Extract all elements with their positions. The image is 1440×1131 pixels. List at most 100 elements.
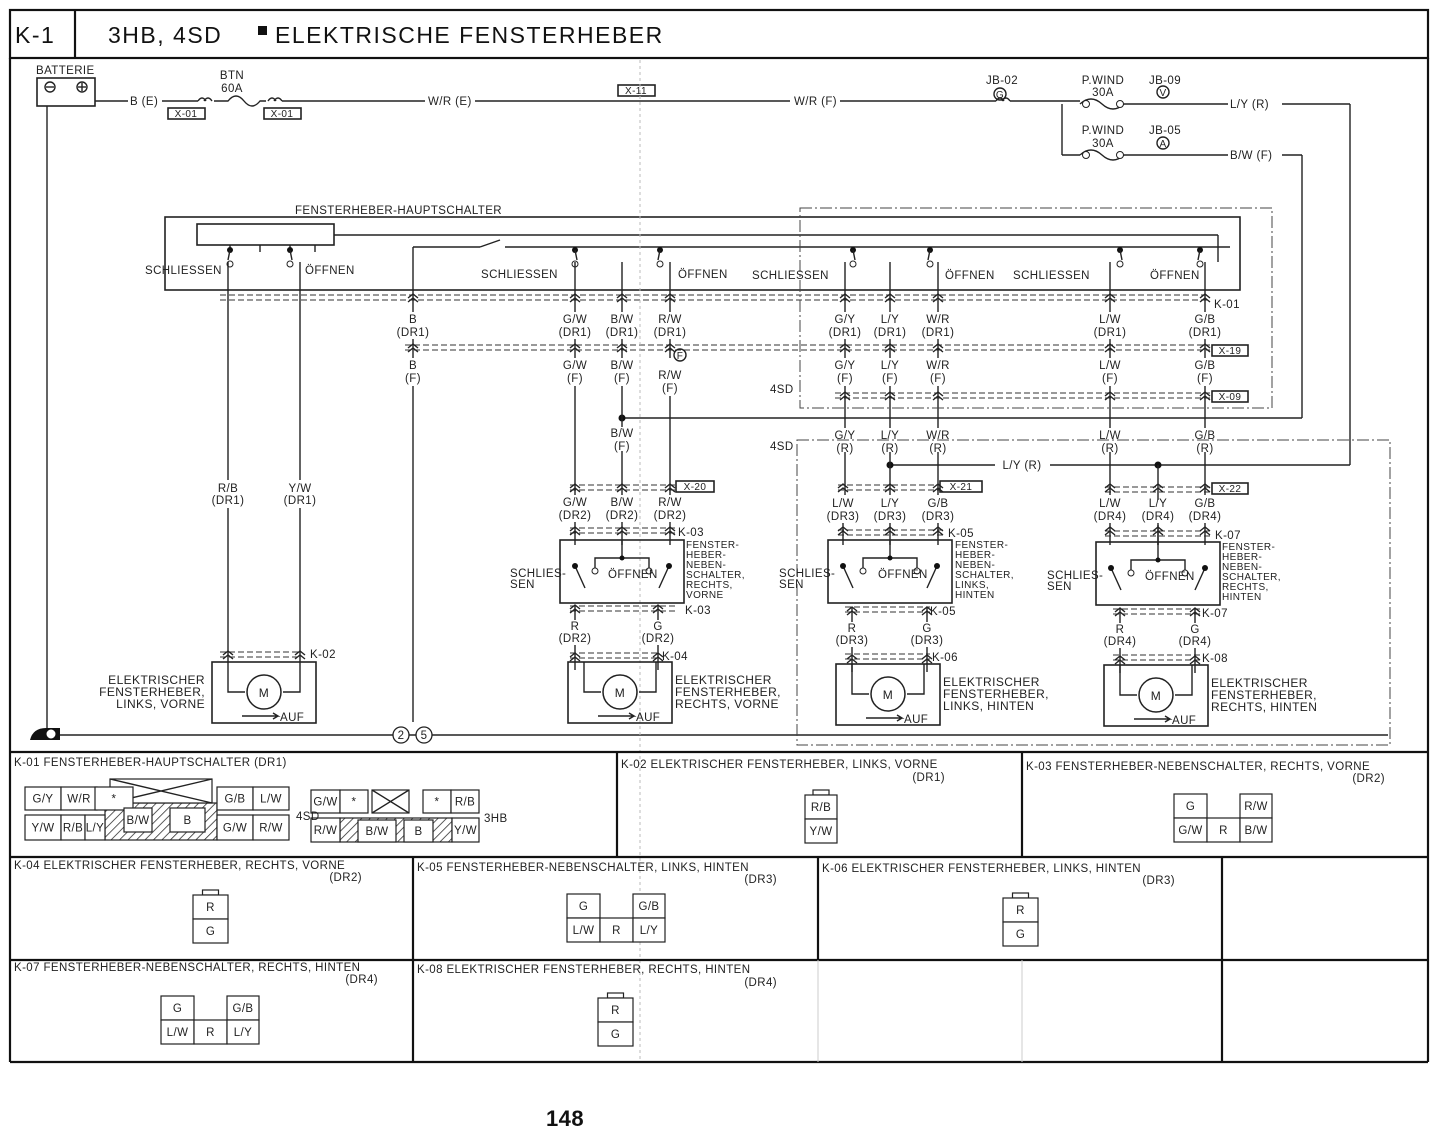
connector-chevron-icon <box>569 652 581 662</box>
connector-x22: X-22 <box>1219 484 1242 495</box>
pin-label: L/Y <box>86 823 104 835</box>
supply-pwind2: P.WIND <box>1082 125 1124 137</box>
wire-color: L/Y <box>881 498 899 510</box>
pin-label: G <box>1016 929 1025 941</box>
table-subtitle: (DR3) <box>1142 875 1175 887</box>
connector-chevron-icon <box>932 293 944 303</box>
wire-color: R/W <box>658 314 682 326</box>
sub-switch-close-label: SEN <box>779 579 804 591</box>
wire-color: R/B <box>218 483 238 495</box>
pin-label: G <box>579 901 588 913</box>
table-subtitle: (DR1) <box>912 772 945 784</box>
wire-color: G <box>922 623 931 635</box>
wire-code: (R) <box>836 443 853 455</box>
connector-chevron-icon <box>1189 655 1201 665</box>
motor-box <box>835 663 941 726</box>
connector-latch <box>812 789 830 796</box>
connector-pin <box>94 786 134 811</box>
switch-position-label: ÖFFNEN <box>305 265 355 277</box>
junction <box>887 555 893 561</box>
wire-code: (R) <box>929 443 946 455</box>
wire-code: (R) <box>881 443 898 455</box>
motor-name: LINKS, HINTEN <box>943 699 1034 713</box>
connector-pin <box>192 918 229 944</box>
connector-chevron-icon <box>616 343 628 353</box>
connector-chevron-icon <box>569 604 581 614</box>
switch-terminal <box>859 567 867 575</box>
pin-label: G/B <box>232 1003 253 1015</box>
pin-label: G/B <box>638 901 659 913</box>
switch-contact <box>1108 565 1114 571</box>
connector-chevron-icon <box>839 293 851 303</box>
connector-pin <box>226 1019 260 1045</box>
connector-pin <box>160 995 195 1021</box>
table-subtitle: (DR4) <box>345 974 378 986</box>
fuse-icon <box>214 95 266 107</box>
supply-wire-wr-e: W/R (E) <box>428 96 472 108</box>
pin-label: B/W <box>1245 825 1268 837</box>
connector-ground-b: 5 <box>421 730 428 742</box>
connector-pin <box>632 917 666 943</box>
wire-color: G/Y <box>834 314 855 326</box>
sub-switch-bridge <box>862 540 918 568</box>
pin-label: G/B <box>224 794 245 806</box>
connector-chevron-icon <box>1104 483 1116 493</box>
wire-code: (DR1) <box>1189 327 1222 339</box>
wire-color: L/Y <box>1149 498 1167 510</box>
wire-color: G/Y <box>834 360 855 372</box>
wire-code: (DR3) <box>874 511 907 523</box>
connector-chevron-icon <box>1114 655 1126 665</box>
sub-switch-name: NEBEN- <box>955 560 995 571</box>
wire-code: (DR4) <box>1094 511 1127 523</box>
connector-f-pin: F <box>677 351 684 362</box>
wire-color: L/W <box>1099 314 1121 326</box>
wire-code: (DR2) <box>606 510 639 522</box>
pin-label: L/W <box>260 794 282 806</box>
connector-chevron-icon <box>839 343 851 353</box>
sub-switch-name: FENSTER- <box>686 540 739 551</box>
wire-code: (DR4) <box>1142 511 1175 523</box>
sub-switch-close-label: SCHLIES- <box>779 568 835 580</box>
wire-code: (F) <box>614 373 630 385</box>
switch-position-label: ÖFFNEN <box>945 270 995 282</box>
table-title: K-08 ELEKTRISCHER FENSTERHEBER, RECHTS, … <box>417 964 750 976</box>
switch-blade <box>1119 249 1123 261</box>
pin-label: G <box>206 926 215 938</box>
pin-label: Y/W <box>454 825 477 837</box>
supply-jb09: JB-09 <box>1149 75 1181 87</box>
switch-terminal <box>1196 260 1204 268</box>
connector-chevron-icon <box>1199 343 1211 353</box>
wire-code: (DR2) <box>559 510 592 522</box>
switch-terminal <box>1181 569 1189 577</box>
motor-symbol: M <box>1151 689 1161 703</box>
devices <box>211 539 1221 727</box>
wire-code: (DR2) <box>654 510 687 522</box>
connector-chevron-icon <box>1152 483 1164 493</box>
switch-terminal <box>645 567 653 575</box>
connector-k05a: K-05 <box>948 528 974 540</box>
pin-label: L/Y <box>234 1027 252 1039</box>
wire-code: (F) <box>1102 373 1118 385</box>
supply-pwind1: P.WIND <box>1082 75 1124 87</box>
connector-k07a: K-07 <box>1215 530 1241 542</box>
connector-pin <box>804 794 838 820</box>
pin-label: B <box>183 815 191 827</box>
connector-chevron-icon <box>664 293 676 303</box>
supply-pwind2-amp: 30A <box>1092 138 1114 150</box>
connector-chevron-icon <box>407 293 419 303</box>
pin-label: B <box>414 826 422 838</box>
connector-k04: K-04 <box>662 651 688 663</box>
pin-label: L/W <box>573 925 595 937</box>
motor-name: ELEKTRISCHER <box>675 673 772 687</box>
connector-pin <box>24 814 62 841</box>
table-title: K-05 FENSTERHEBER-NEBENSCHALTER, LINKS, … <box>417 862 749 874</box>
pin-label: B/W <box>366 826 389 838</box>
wire-color: L/Y <box>881 360 899 372</box>
table-title: K-02 ELEKTRISCHER FENSTERHEBER, LINKS, V… <box>621 759 938 771</box>
wire-code: (DR4) <box>1189 511 1222 523</box>
sub-switch-name: HEBER- <box>1222 552 1262 563</box>
junction <box>619 555 625 561</box>
motor-icon <box>602 674 638 710</box>
pin-label: * <box>112 794 117 806</box>
connector-x21: X-21 <box>950 482 973 493</box>
